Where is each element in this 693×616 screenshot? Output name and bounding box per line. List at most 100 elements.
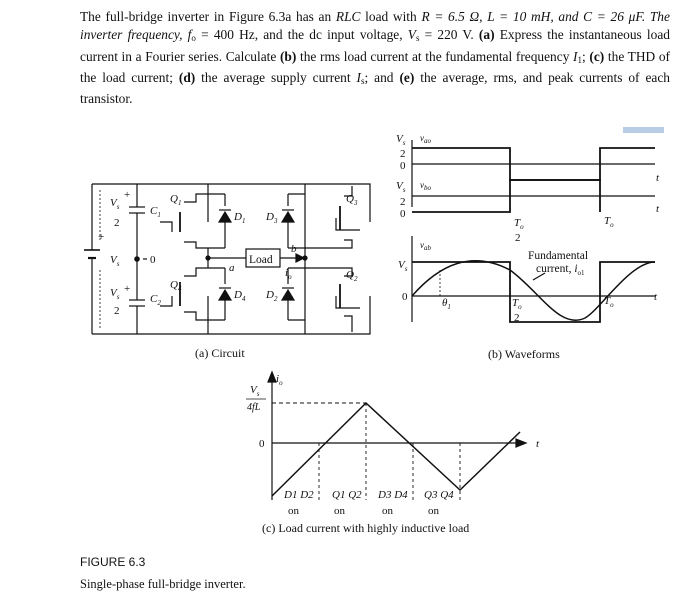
inductive-labels: io Vs 4fL 0 t D1 D2 Q1 Q2 D3 D4 Q3 Q4 on… (246, 373, 540, 535)
io-arrow (295, 253, 306, 263)
part-b-symbol: I (573, 48, 578, 64)
part-b-label: (b) (279, 48, 297, 64)
d4-symbol (217, 288, 233, 301)
vao-scale-num: Vs (396, 133, 406, 147)
problem-fo-sub: o (191, 33, 196, 44)
q2-label: Q2 (346, 269, 358, 283)
problem-statement: The full-bridge inverter in Figure 6.3a … (80, 9, 670, 107)
inductive-current-diagram (267, 370, 528, 500)
vbo-zero: 0 (400, 208, 406, 220)
vab-t: t (654, 291, 658, 303)
vs-label: Vs (110, 254, 120, 268)
problem-fo: f (187, 27, 192, 43)
part-b-sub: 1 (577, 54, 583, 65)
vao-t: t (656, 172, 660, 184)
waveform-labels: Vs 2 0 vao t Vs 2 0 vbo t To 2 To vab Vs… (396, 133, 660, 361)
part-d-text: the average supply current (201, 69, 351, 85)
d1-symbol (217, 210, 233, 223)
problem-s8: = 400 Hz, and the dc input voltage, (201, 27, 403, 43)
fundamental-current-curve (411, 260, 656, 321)
vab-zero: 0 (402, 291, 408, 303)
waveforms-caption: (b) Waveforms (488, 347, 560, 361)
q2-gate-lead (335, 296, 360, 309)
midpoint-node (134, 256, 140, 262)
interval-label-1: D1 D2 (283, 489, 314, 501)
top-rail (92, 183, 371, 222)
figure-title: Single-phase full-bridge inverter. (80, 577, 246, 591)
on-label-4: on (428, 505, 440, 517)
part-e-label: (e) (399, 69, 415, 85)
zero-node: 0 (150, 254, 156, 266)
c1-label: C1 (150, 205, 161, 219)
problem-params-2: C = 26 μF. The inverter frequency, (80, 9, 670, 43)
theta-label: θ1 (442, 297, 451, 311)
vab-half-period: To (512, 297, 522, 311)
load-label: Load (249, 254, 273, 266)
q3-gate-lead (335, 218, 360, 231)
q4-label: Q4 (170, 279, 182, 293)
d4-label: D4 (233, 289, 246, 303)
node-a-label: a (229, 262, 235, 274)
fundamental-pointer (532, 272, 546, 281)
problem-s1: The full-bridge inverter in Figure 6.3a … (80, 9, 332, 24)
problem-params-1: R = 6.5 Ω, L = 10 mH, and (421, 9, 579, 24)
c2-label: C2 (150, 293, 161, 307)
inductive-caption: (c) Load current with highly inductive l… (262, 521, 469, 535)
vab-label: vab (420, 240, 432, 252)
part-a-label: (a) (478, 27, 495, 43)
problem-vs: V (407, 27, 416, 43)
q1-label: Q1 (170, 193, 181, 207)
vbo-period: To (604, 215, 614, 229)
on-label-3: on (382, 505, 394, 517)
part-d-symbol: I (356, 69, 361, 85)
part-c-text: the THD of the load current; (80, 48, 670, 85)
fundamental-label: Fundamental (528, 250, 588, 262)
node-b-label: b (291, 243, 297, 255)
bottom-rail (92, 296, 371, 335)
vab-period: To (604, 295, 614, 309)
part-d-sub: s (361, 75, 365, 86)
selection-highlight (623, 127, 664, 133)
interval-label-3: D3 D4 (377, 489, 408, 501)
vs-half-top-den: 2 (114, 217, 120, 229)
io-triangle-wave (271, 401, 521, 497)
problem-vs-sub: s (415, 33, 420, 44)
inductive-scale-num: Vs (250, 384, 260, 398)
vbo-scale-den: 2 (400, 196, 406, 208)
part-e-text: the average, rms, and peak currents of e… (80, 69, 670, 107)
part-c-label: (c) (589, 48, 605, 64)
part-a-text: Express the instantaneous load current i… (80, 27, 670, 64)
vbo-t: t (656, 203, 660, 215)
d2-symbol (280, 288, 296, 301)
inductive-io-label: io (276, 373, 283, 387)
vao-label: vao (420, 133, 432, 145)
d3-label: D3 (265, 211, 278, 225)
part-d-label: (d) (178, 69, 196, 85)
figure-label: FIGURE 6.3 (80, 555, 146, 569)
circuit-diagram (84, 183, 371, 335)
vs-half-bot-den: 2 (114, 305, 120, 317)
waveforms-diagram (411, 140, 656, 323)
vbo-scale-num: Vs (396, 180, 406, 194)
inductive-t: t (536, 438, 540, 450)
d2-label: D2 (265, 289, 278, 303)
plus-source: + (98, 231, 104, 243)
inductive-zero: 0 (259, 438, 265, 450)
inductive-scale-den: 4fL (247, 402, 261, 413)
circuit-labels: Vs 2 + + Vs 0 Vs 2 + C1 C2 Q1 Q4 D1 D4 D… (98, 189, 358, 360)
plus-c1: + (124, 189, 130, 201)
vs-half-bot-num: Vs (110, 287, 120, 301)
vab-vs: Vs (398, 259, 408, 273)
vs-half-top-num: Vs (110, 197, 120, 211)
problem-rlc: RLC (335, 9, 361, 24)
vbo-label: vbo (420, 180, 432, 192)
problem-s11: = 220 V. (424, 27, 474, 43)
vab-half-period-den: 2 (514, 312, 520, 324)
vab-trace (412, 261, 655, 323)
q4-gate-lead (160, 296, 173, 307)
io-label: io (285, 267, 292, 281)
plus-c2: + (124, 283, 130, 295)
on-label-1: on (288, 505, 300, 517)
problem-s3: load with (365, 9, 417, 24)
part-d-and: ; and (364, 69, 394, 85)
